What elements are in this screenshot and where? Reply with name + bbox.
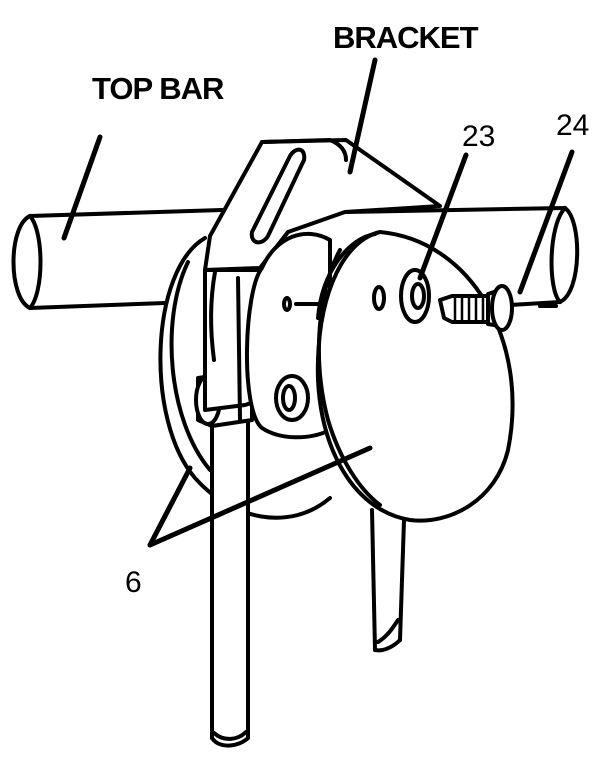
leader-bracket xyxy=(347,57,378,175)
leader-24 xyxy=(517,149,575,295)
leader-top-bar xyxy=(61,134,103,241)
label-part-23: 23 xyxy=(462,120,495,153)
right-vertical-rod xyxy=(370,508,406,653)
label-top-bar: TOP BAR xyxy=(92,71,224,106)
label-bracket: BRACKET xyxy=(333,20,479,55)
label-part-24: 24 xyxy=(556,109,589,142)
leader-6-right xyxy=(147,445,373,548)
leader-23 xyxy=(417,152,469,281)
bracket xyxy=(203,138,442,440)
leader-6-left xyxy=(147,465,193,548)
leader-lines xyxy=(61,57,575,548)
screw-24 xyxy=(438,284,558,332)
left-vertical-rod xyxy=(210,418,250,748)
washer-23 xyxy=(399,268,431,324)
label-part-6: 6 xyxy=(125,566,142,599)
